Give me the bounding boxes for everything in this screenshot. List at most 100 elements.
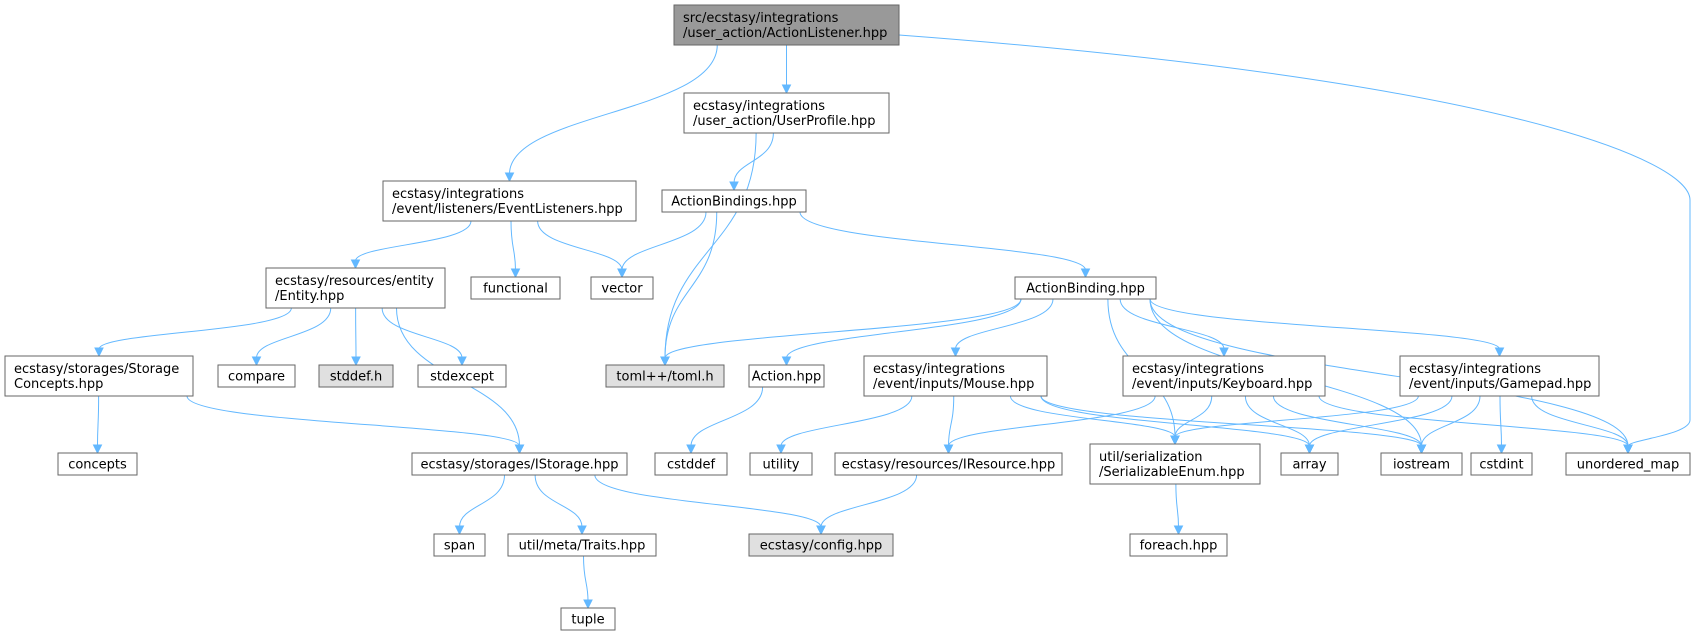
edge-line: [256, 307, 332, 359]
node-unordered-map[interactable]: unordered_map: [1565, 452, 1691, 476]
node-utility[interactable]: utility: [749, 452, 813, 476]
node-span[interactable]: span: [433, 533, 486, 557]
node-box: [590, 276, 654, 300]
edge-line: [820, 474, 918, 528]
node-label: ecstasy/integrations: [873, 362, 1005, 377]
node-label: foreach.hpp: [1140, 539, 1218, 554]
node-userprofile[interactable]: ecstasy/integrations/user_action/UserPro…: [683, 92, 890, 134]
node-concepts[interactable]: concepts: [57, 452, 138, 476]
node-cstddef[interactable]: cstddef: [654, 452, 728, 476]
edge-entity-to-stddef: [351, 307, 361, 367]
node-label: iostream: [1393, 458, 1450, 473]
node-root[interactable]: src/ecstasy/integrations/user_action/Act…: [673, 4, 900, 46]
edges-layer: [92, 34, 1691, 610]
edge-line: [1040, 395, 1310, 447]
edge-line: [97, 395, 100, 447]
edge-keyboard-to-iresource: [943, 395, 1156, 455]
arrowhead: [1080, 268, 1091, 279]
arrowhead: [1496, 444, 1507, 455]
edge-actionbinding-to-gamepad: [1149, 298, 1505, 358]
arrowhead: [617, 268, 627, 279]
arrowhead: [776, 444, 786, 455]
edge-line: [1244, 395, 1310, 447]
node-actionbindings[interactable]: ActionBindings.hpp: [661, 189, 807, 213]
edge-eventlisteners-to-vector: [537, 220, 627, 279]
arrowhead: [504, 172, 515, 183]
edge-gamepad-to-serializableenum: [1170, 395, 1419, 446]
arrowhead: [729, 181, 739, 192]
edge-line: [186, 395, 520, 447]
node-box: [1129, 533, 1228, 557]
node-label: Concepts.hpp: [14, 377, 103, 392]
node-stddef[interactable]: stddef.h: [318, 364, 394, 388]
node-actionbinding[interactable]: ActionBinding.hpp: [1014, 276, 1157, 300]
node-eventlisteners[interactable]: ecstasy/integrations/event/listeners/Eve…: [382, 180, 637, 222]
edge-line: [1272, 395, 1422, 447]
edge-istorage-to-span: [454, 474, 505, 536]
node-box: [1565, 452, 1691, 476]
node-label: utility: [763, 458, 800, 473]
node-compare[interactable]: compare: [217, 364, 296, 388]
node-cstdint[interactable]: cstdint: [1470, 452, 1533, 476]
arrowhead: [686, 444, 696, 455]
node-box: [654, 452, 728, 476]
node-keyboard[interactable]: ecstasy/integrations/event/inputs/Keyboa…: [1122, 355, 1326, 397]
node-vector[interactable]: vector: [590, 276, 654, 300]
node-label: vector: [601, 282, 643, 297]
edge-serializableenum-to-foreach: [1173, 483, 1184, 536]
node-label: ecstasy/resources/IResource.hpp: [842, 458, 1056, 473]
edge-line: [898, 34, 1691, 447]
arrowhead: [514, 444, 525, 455]
node-box: [57, 452, 138, 476]
arrowhead: [816, 525, 826, 536]
node-config[interactable]: ecstasy/config.hpp: [748, 533, 894, 557]
node-label: src/ecstasy/integrations: [683, 11, 839, 26]
node-entity[interactable]: ecstasy/resources/entity/Entity.hpp: [265, 267, 446, 309]
node-box: [1280, 452, 1339, 476]
arrowhead: [1170, 435, 1180, 446]
node-label: compare: [228, 370, 285, 385]
arrowhead: [943, 444, 954, 455]
node-action[interactable]: Action.hpp: [748, 364, 825, 388]
arrowhead: [950, 347, 961, 358]
node-gamepad[interactable]: ecstasy/integrations/event/inputs/Gamepa…: [1399, 355, 1600, 397]
node-tuple[interactable]: tuple: [560, 607, 616, 631]
node-foreach[interactable]: foreach.hpp: [1129, 533, 1228, 557]
node-toml[interactable]: toml++/toml.h: [605, 364, 725, 388]
edge-gamepad-to-cstdint: [1496, 395, 1507, 455]
nodes-layer: src/ecstasy/integrations/user_action/Act…: [4, 4, 1691, 631]
node-box: [683, 92, 890, 134]
edge-line: [1421, 395, 1481, 447]
edge-line: [621, 211, 707, 271]
node-serializableenum[interactable]: util/serialization/SerializableEnum.hpp: [1089, 443, 1261, 485]
node-label: /user_action/ActionListener.hpp: [683, 26, 887, 41]
node-label: functional: [483, 282, 548, 297]
edge-line: [510, 220, 516, 271]
edge-actionbindings-to-vector: [617, 211, 707, 279]
node-istorage[interactable]: ecstasy/storages/IStorage.hpp: [411, 452, 628, 476]
node-mouse[interactable]: ecstasy/integrations/event/inputs/Mouse.…: [863, 355, 1048, 397]
node-label: /user_action/UserProfile.hpp: [693, 114, 876, 129]
node-functional[interactable]: functional: [470, 276, 561, 300]
node-traits[interactable]: util/meta/Traits.hpp: [507, 533, 657, 557]
node-iostream[interactable]: iostream: [1380, 452, 1463, 476]
edge-line: [583, 555, 589, 602]
node-stdexcept[interactable]: stdexcept: [417, 364, 507, 388]
node-label: ecstasy/config.hpp: [760, 539, 882, 554]
node-iresource[interactable]: ecstasy/resources/IResource.hpp: [834, 452, 1063, 476]
edge-actionbinding-to-toml: [660, 298, 1022, 367]
edge-userprofile-to-actionbindings: [729, 132, 774, 192]
node-label: /event/inputs/Keyboard.hpp: [1132, 377, 1312, 392]
node-label: stdexcept: [430, 370, 494, 385]
arrowhead: [94, 347, 104, 358]
node-array[interactable]: array: [1280, 452, 1339, 476]
edge-line: [1318, 395, 1629, 447]
edge-actionbindings-to-toml: [660, 211, 718, 367]
arrowhead: [251, 356, 262, 367]
node-box: [1470, 452, 1533, 476]
node-box: [1380, 452, 1463, 476]
node-box: [673, 4, 900, 46]
node-label: cstddef: [667, 458, 716, 473]
